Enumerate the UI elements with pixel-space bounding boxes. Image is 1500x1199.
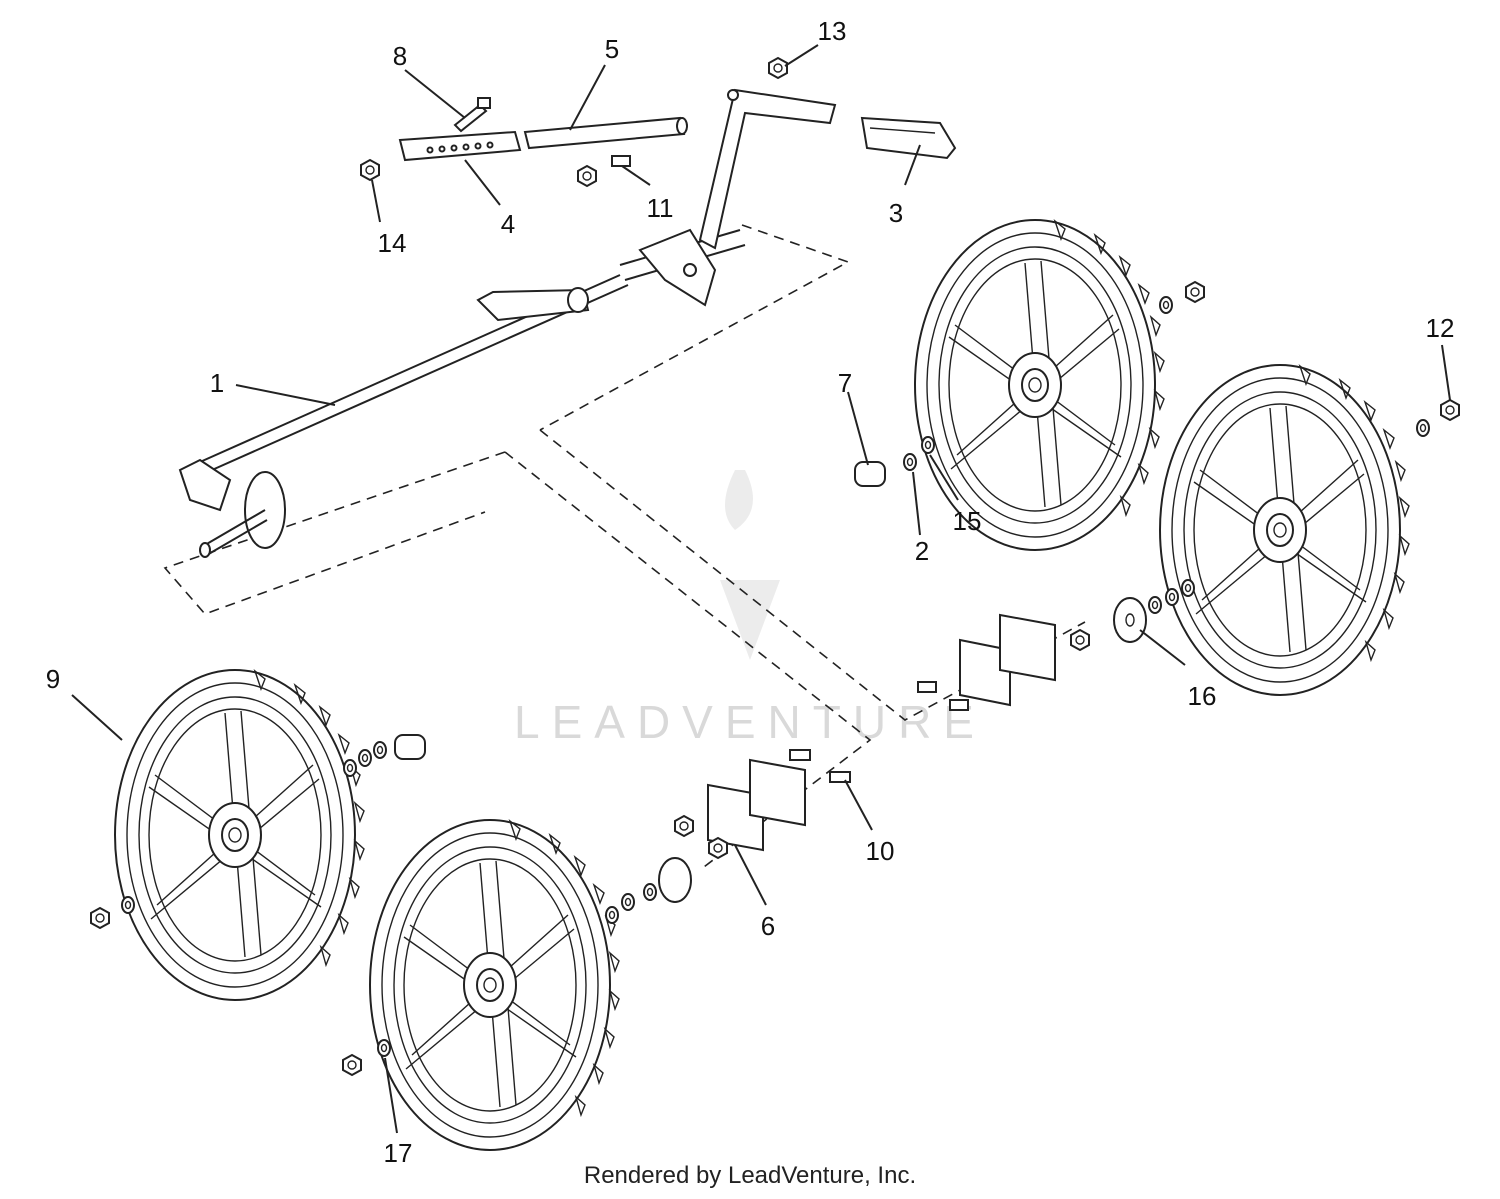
part-nut-bracket-left-b xyxy=(708,837,728,859)
callout-labels: 1 2 3 4 5 6 7 8 9 10 11 12 13 14 15 16 1… xyxy=(46,16,1455,1168)
part-washer-16 xyxy=(1113,597,1147,643)
part-nut-13 xyxy=(768,57,788,79)
part-bolt-10 xyxy=(789,749,851,783)
callout-8: 8 xyxy=(393,41,407,71)
part-lift-lever xyxy=(698,88,837,250)
callout-15: 15 xyxy=(953,506,982,536)
part-bracket-6 xyxy=(707,758,806,852)
part-nut-11 xyxy=(577,165,597,187)
wheel-upper-right xyxy=(914,219,1165,551)
callout-14: 14 xyxy=(378,228,407,258)
part-washer-15 xyxy=(921,436,935,454)
wheel-lower-left xyxy=(369,819,620,1151)
callout-7: 7 xyxy=(838,368,852,398)
part-link-rod xyxy=(523,116,688,150)
part-washer-16c xyxy=(1181,579,1195,597)
callout-2: 2 xyxy=(915,536,929,566)
part-washer-16b xyxy=(1165,588,1179,606)
watermark-text: LEADVENTURE xyxy=(514,696,986,748)
part-washer-17 xyxy=(377,1039,391,1057)
part-nut-bracket-right xyxy=(1070,629,1090,651)
wheel-upper-left xyxy=(114,669,365,1001)
callout-4: 4 xyxy=(501,209,515,239)
part-washer-9a xyxy=(373,741,387,759)
callout-6: 6 xyxy=(761,911,775,941)
part-nut-upper xyxy=(1185,281,1205,303)
leadventure-watermark: LEADVENTURE xyxy=(514,470,986,748)
callout-10: 10 xyxy=(866,836,895,866)
part-spacer-7 xyxy=(854,461,886,487)
callout-5: 5 xyxy=(605,34,619,64)
part-bracket-right xyxy=(917,613,1056,711)
part-nut-12 xyxy=(1440,399,1460,421)
part-washer-left-large xyxy=(658,857,692,903)
part-nut-14 xyxy=(360,159,380,181)
callout-13: 13 xyxy=(818,16,847,46)
part-washer-9b xyxy=(358,749,372,767)
callout-3: 3 xyxy=(889,198,903,228)
part-washer-16a xyxy=(1148,596,1162,614)
footer-credit: Rendered by LeadVenture, Inc. xyxy=(583,1162,917,1189)
part-spacer-left xyxy=(394,734,426,760)
callout-11: 11 xyxy=(647,193,674,223)
part-washer-9d xyxy=(121,896,135,914)
part-lever-grip xyxy=(860,116,957,160)
leader-lines xyxy=(71,44,1451,1134)
part-washer-2 xyxy=(903,453,917,471)
callout-17: 17 xyxy=(384,1138,413,1168)
part-adjuster-bar xyxy=(398,130,522,162)
part-nut-9 xyxy=(90,907,110,929)
wheel-lower-right xyxy=(1159,364,1410,696)
part-axle-shaft xyxy=(178,228,746,558)
part-shoulder-bolt-11 xyxy=(611,155,631,167)
part-nut-17 xyxy=(342,1054,362,1076)
part-washer-12 xyxy=(1416,419,1430,437)
part-bolt-8 xyxy=(453,97,491,133)
part-washer-9c xyxy=(343,759,357,777)
part-nut-bracket-left-a xyxy=(674,815,694,837)
callout-12: 12 xyxy=(1426,313,1455,343)
callout-16: 16 xyxy=(1188,681,1217,711)
part-washer-upper xyxy=(1159,296,1173,314)
part-washer-left-b xyxy=(621,893,635,911)
callout-9: 9 xyxy=(46,664,60,694)
callout-1: 1 xyxy=(210,368,224,398)
part-washer-left-a xyxy=(643,883,657,901)
part-washer-left-c xyxy=(605,906,619,924)
